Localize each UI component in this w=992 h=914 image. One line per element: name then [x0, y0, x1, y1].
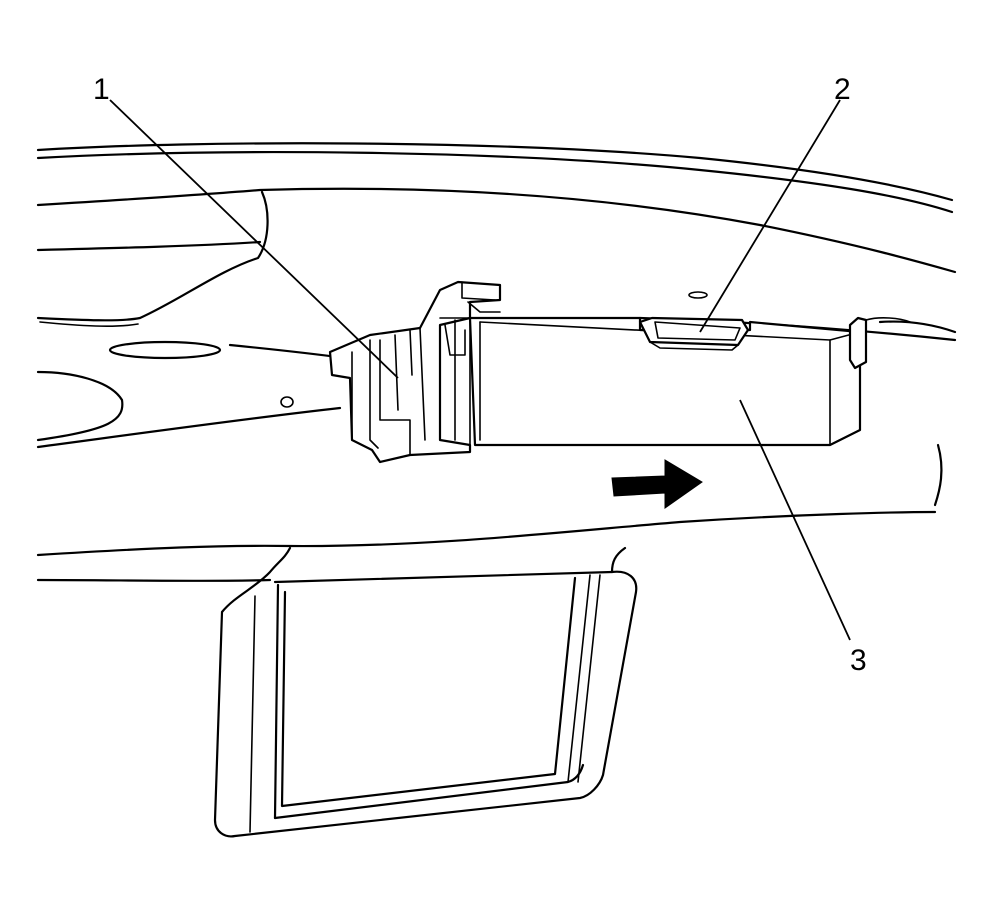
top-connector	[638, 316, 750, 351]
callout-label-2: 2	[834, 73, 851, 106]
leader-line-3	[739, 399, 851, 641]
mounting-bracket	[328, 280, 502, 464]
sun-visor	[213, 546, 638, 838]
leader-line-2	[699, 99, 841, 333]
leader-line-1	[109, 99, 399, 379]
module-body	[468, 316, 911, 447]
direction-arrow	[611, 459, 703, 509]
callout-label-1: 1	[93, 73, 110, 106]
headliner-panel	[36, 142, 957, 582]
callout-label-3: 3	[850, 644, 867, 677]
